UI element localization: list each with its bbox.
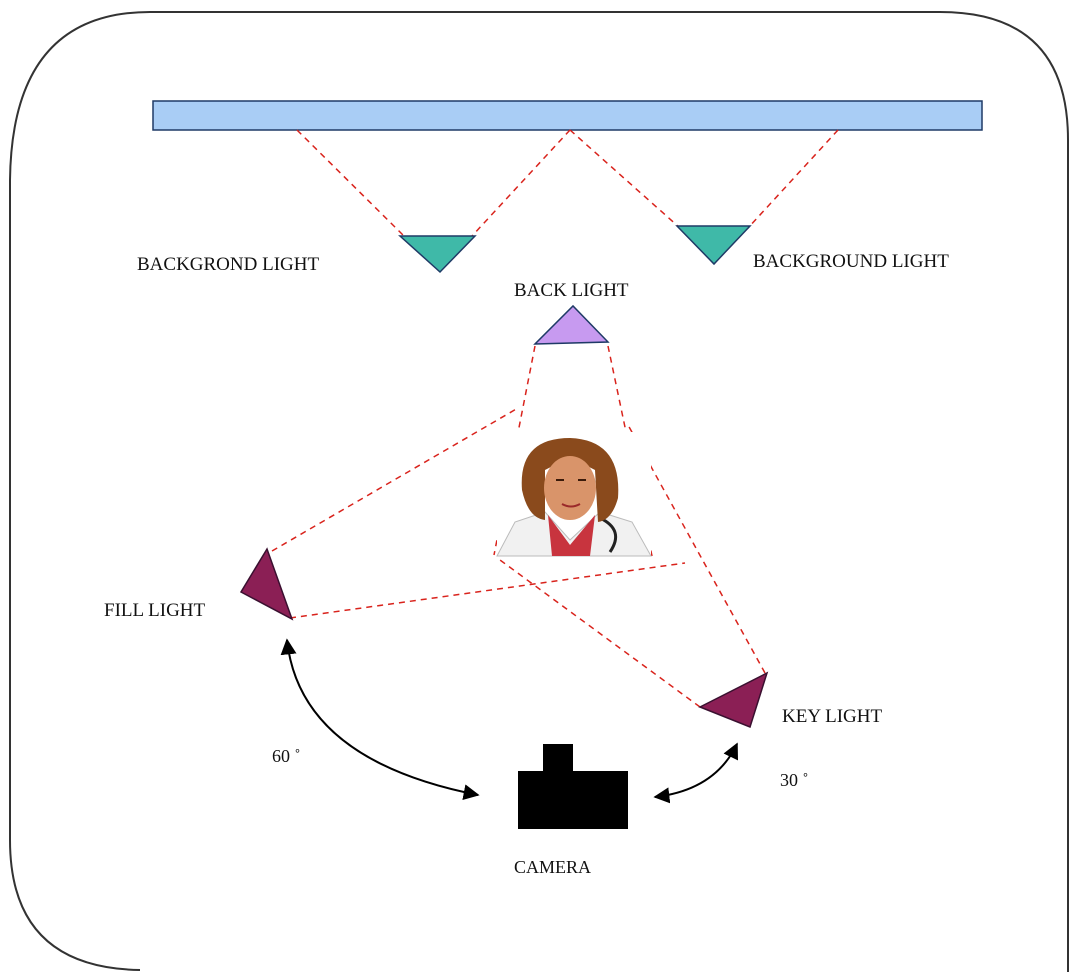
background-light-right-label: BACKGROUND LIGHT bbox=[753, 251, 949, 272]
backdrop bbox=[152, 100, 983, 131]
fill-angle-label: 60 ˚ bbox=[272, 746, 301, 766]
key-light-icon bbox=[698, 671, 769, 728]
key-angle-label: 30 ˚ bbox=[780, 770, 809, 790]
background-light-left-label: BACKGROND LIGHT bbox=[137, 254, 319, 275]
background-light-left-icon bbox=[398, 235, 477, 274]
fill-angle-arrow bbox=[280, 638, 480, 801]
back-light-icon bbox=[533, 304, 610, 345]
background-light-right-icon bbox=[675, 225, 752, 266]
fill-light-icon bbox=[239, 547, 294, 621]
background-light-beams bbox=[296, 129, 839, 237]
fill-light-beams bbox=[271, 407, 686, 619]
key-angle-arrow bbox=[653, 742, 738, 804]
fill-light-label: FILL LIGHT bbox=[104, 600, 206, 621]
camera-icon bbox=[518, 744, 628, 829]
back-light-label: BACK LIGHT bbox=[514, 280, 629, 301]
key-light-label: KEY LIGHT bbox=[782, 706, 882, 727]
subject-portrait bbox=[496, 432, 652, 557]
camera-label: CAMERA bbox=[514, 857, 591, 877]
diagram-frame bbox=[9, 11, 1069, 972]
